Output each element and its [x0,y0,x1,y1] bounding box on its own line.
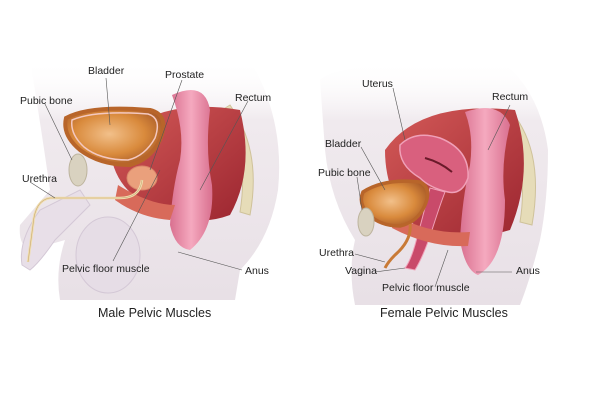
female-label-vagina: Vagina [345,265,377,277]
female-label-anus: Anus [516,265,540,277]
penis [20,189,91,271]
male-illustration [19,60,280,300]
female-leader-lines [354,87,512,288]
female-label-pelvic-floor-muscle: Pelvic floor muscle [382,282,470,294]
scrotum [75,216,141,294]
male-pelvic-floor [115,185,175,220]
female-label-urethra: Urethra [319,247,355,259]
male-label-anus: Anus [245,265,269,277]
female-label-rectum: Rectum [492,91,529,103]
male-leader-lines [29,77,249,271]
male-pubic-bone [68,153,88,187]
male-label-prostate: Prostate [165,69,205,81]
female-caption: Female Pelvic Muscles [380,306,508,320]
male-caption: Male Pelvic Muscles [98,306,212,320]
female-label-pubic-bone: Pubic bone [318,167,371,179]
male-label-urethra: Urethra [22,173,58,185]
male-label-pelvic-floor-muscle: Pelvic floor muscle [62,263,150,275]
male-label-pubic-bone: Pubic bone [20,95,73,107]
male-label-bladder: Bladder [88,65,125,77]
female-label-bladder: Bladder [325,138,362,150]
uterus-organ [399,134,469,194]
female-illustration [320,60,548,305]
female-urethra [383,223,412,269]
female-pelvic-floor [392,215,470,247]
female-label-uterus: Uterus [362,78,393,90]
prostate-organ [126,165,158,191]
female-rectum-organ [460,108,510,275]
male-label-rectum: Rectum [235,92,272,104]
male-rectum-organ [170,90,213,250]
female-pubic-bone [357,207,375,237]
